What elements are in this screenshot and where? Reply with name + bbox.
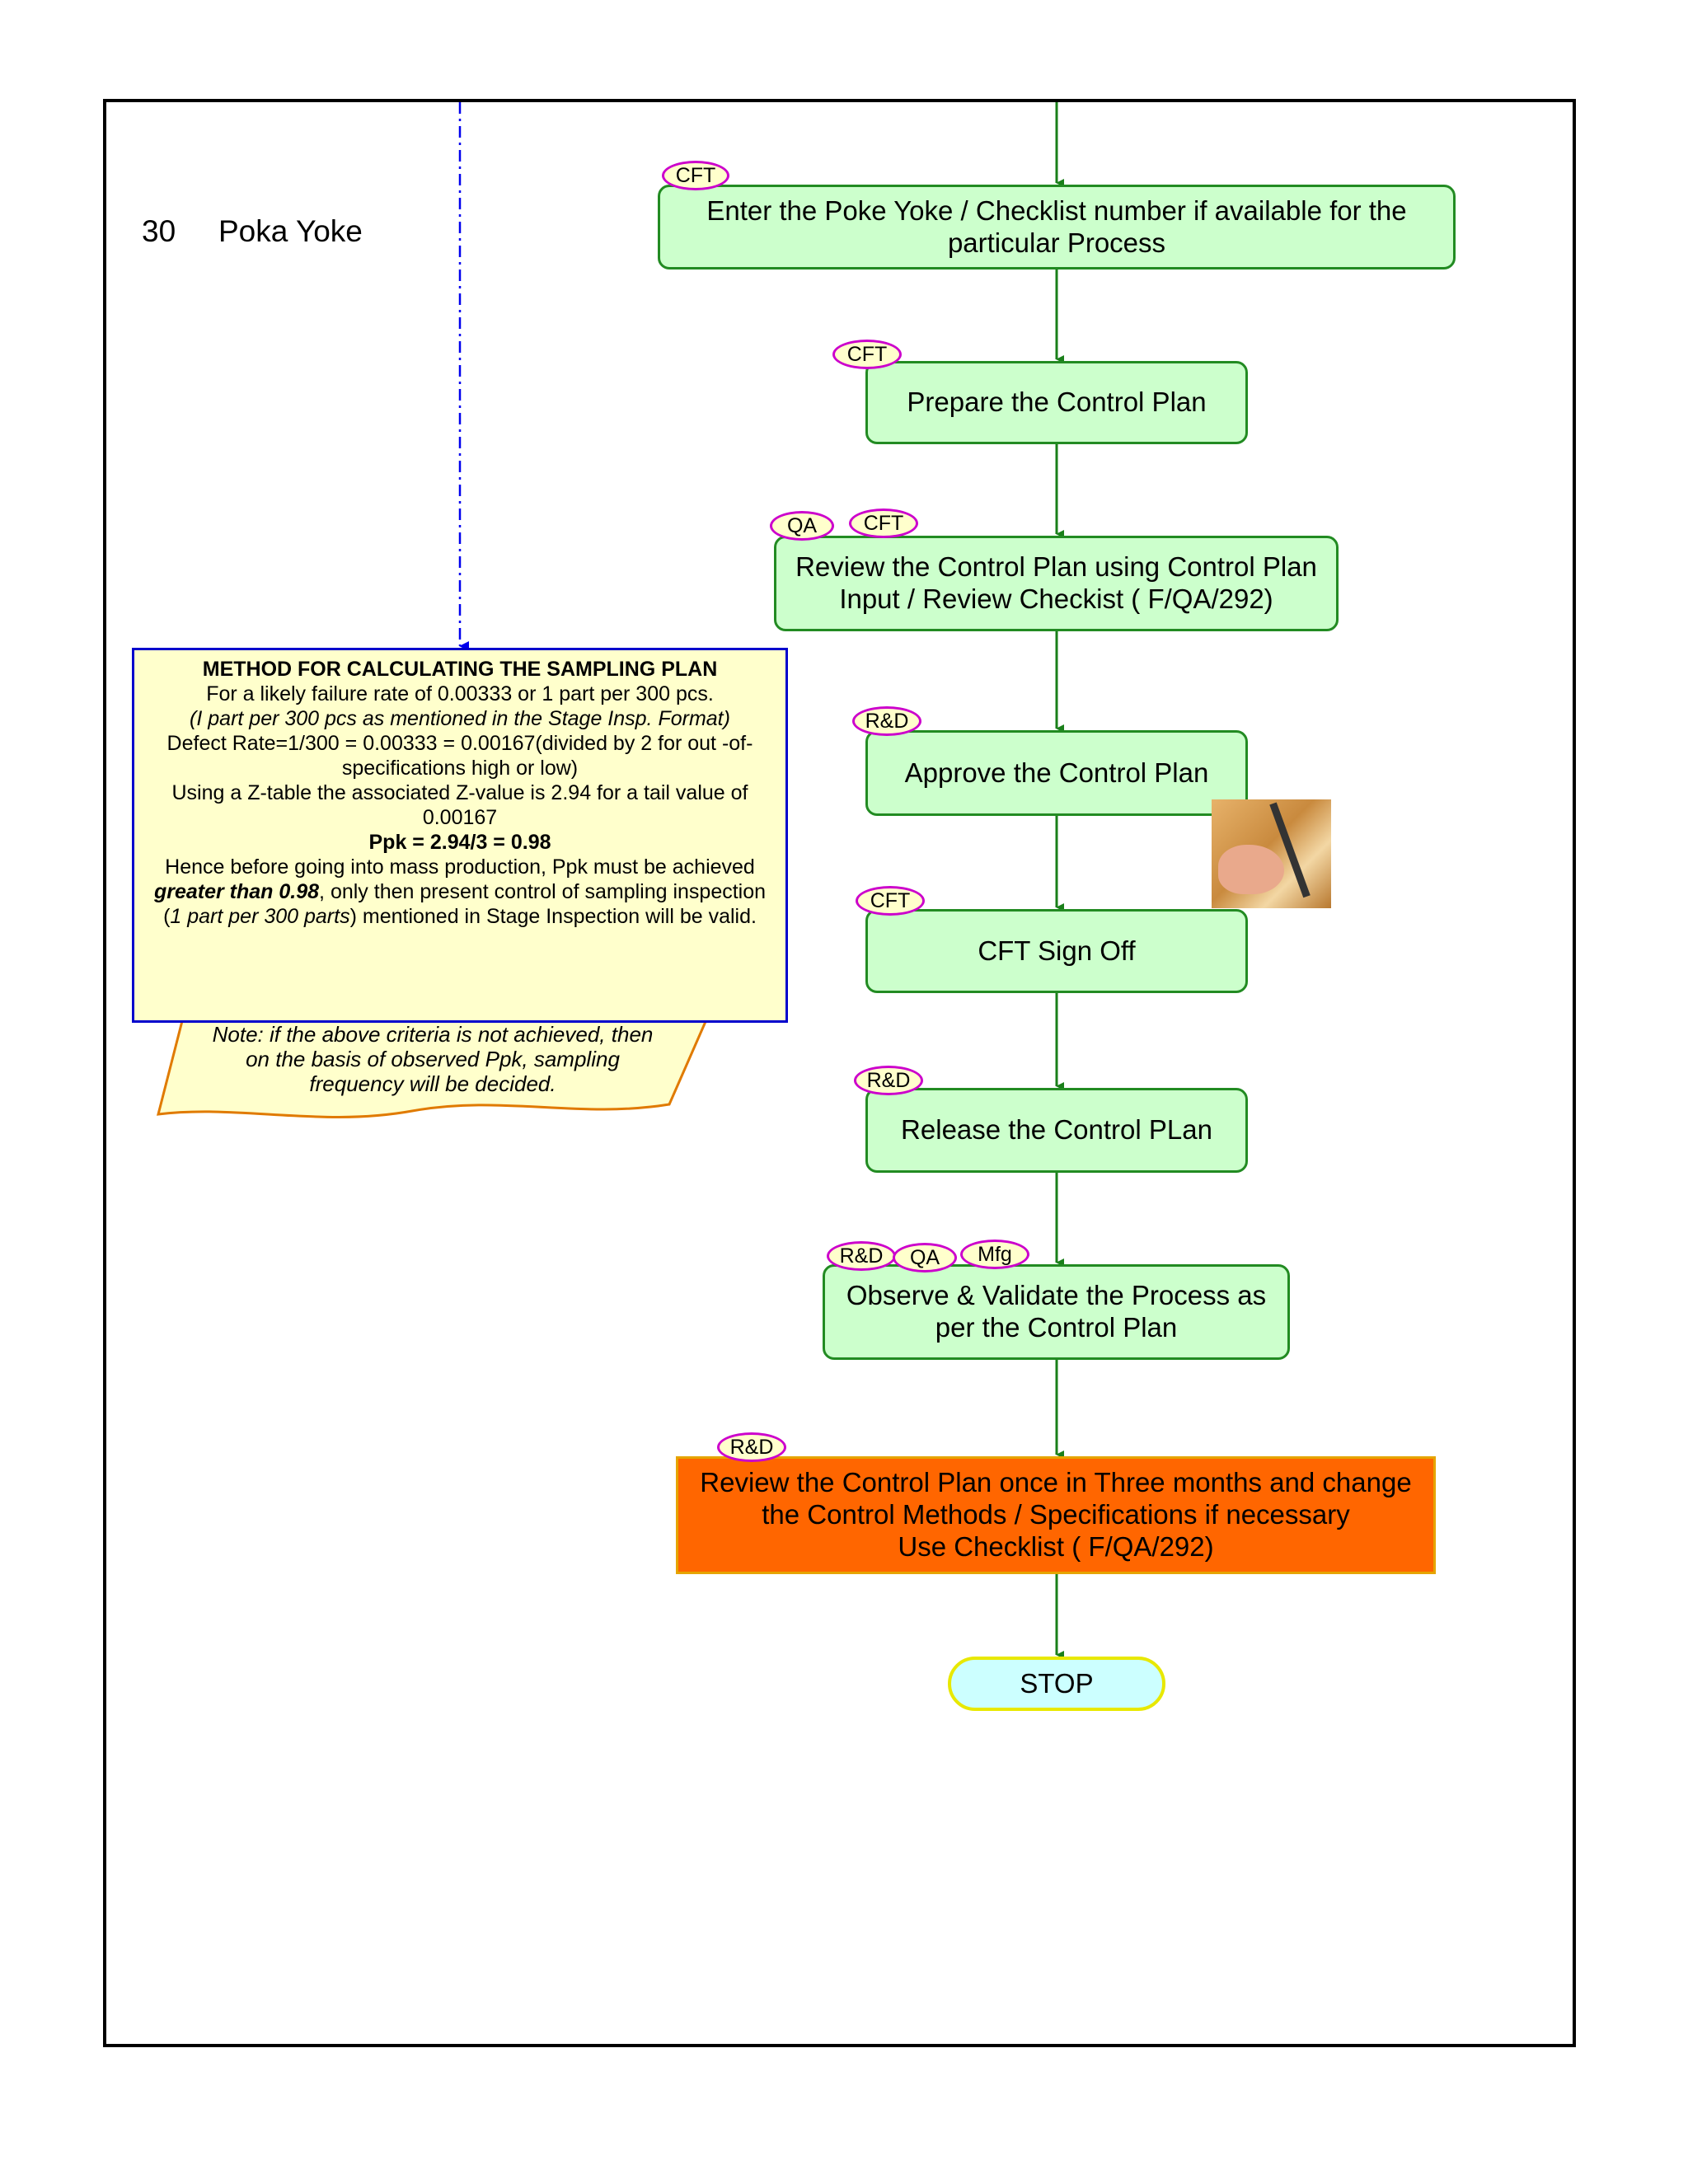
stop-terminator[interactable]: STOP [948, 1657, 1165, 1711]
cft-sign-off-label: CFT Sign Off [978, 935, 1136, 966]
enter-poke-yoke-label: Enter the Poke Yoke / Checklist number i… [706, 194, 1407, 258]
tag-qa-observe: QA [893, 1243, 957, 1272]
step-title: Poka Yoke [218, 214, 363, 248]
tag-cft-signoff: CFT [856, 886, 925, 916]
prepare-control-plan-box[interactable]: Prepare the Control Plan [865, 361, 1248, 444]
note-text: Note: if the above criteria is not achie… [212, 1022, 654, 1096]
method-line4: Using a Z-table the associated Z-value i… [171, 781, 748, 829]
tag-cft-prepare: CFT [832, 340, 902, 369]
cft-sign-off-box[interactable]: CFT Sign Off [865, 909, 1248, 993]
tag-rnd-periodic: R&D [717, 1432, 786, 1462]
method-line5: Hence before going into mass production,… [144, 855, 776, 929]
stop-label: STOP [1020, 1667, 1094, 1699]
hand-shape [1218, 845, 1284, 894]
review-control-plan-box[interactable]: Review the Control Plan using Control Pl… [774, 536, 1339, 631]
method-line5-b: greater than 0.98 [153, 880, 320, 903]
approve-control-plan-box[interactable]: Approve the Control Plan [865, 730, 1248, 816]
observe-validate-box[interactable]: Observe & Validate the Process as per th… [823, 1264, 1290, 1360]
tag-qa-review: QA [770, 511, 834, 541]
method-line2: (I part per 300 pcs as mentioned in the … [190, 707, 730, 730]
release-control-plan-box[interactable]: Release the Control PLan [865, 1088, 1248, 1173]
prepare-control-plan-label: Prepare the Control Plan [907, 387, 1207, 418]
tag-cft-review: CFT [849, 509, 918, 538]
method-line5-c: , only then present control of sampling … [163, 880, 767, 928]
tag-mfg-observe: Mfg [960, 1240, 1029, 1269]
method-ppk: Ppk = 2.94/3 = 0.98 [368, 831, 551, 854]
method-line3: Defect Rate=1/300 = 0.00333 = 0.00167(di… [166, 732, 753, 780]
method-line5-d: 1 part per 300 parts [170, 905, 350, 928]
signing-hand-image [1212, 799, 1331, 908]
tag-rnd-observe: R&D [827, 1241, 896, 1271]
release-control-plan-label: Release the Control PLan [901, 1114, 1212, 1146]
review-control-plan-label: Review the Control Plan using Control Pl… [795, 551, 1317, 614]
enter-poke-yoke-box[interactable]: Enter the Poke Yoke / Checklist number i… [658, 185, 1456, 269]
tag-rnd-approve: R&D [852, 706, 921, 736]
method-line5-e: ) mentioned in Stage Inspection will be … [349, 905, 757, 928]
method-heading: METHOD FOR CALCULATING THE SAMPLING PLAN [202, 658, 718, 681]
page-frame [103, 99, 1576, 2047]
method-line5-a: Hence before going into mass production,… [165, 855, 755, 879]
observe-validate-label: Observe & Validate the Process as per th… [846, 1280, 1267, 1343]
sampling-method-box: METHOD FOR CALCULATING THE SAMPLING PLAN… [132, 648, 788, 1023]
periodic-review-box[interactable]: Review the Control Plan once in Three mo… [676, 1456, 1436, 1574]
periodic-review-line3: Use Checklist ( F/QA/292) [898, 1530, 1214, 1562]
method-line1: For a likely failure rate of 0.00333 or … [206, 682, 714, 705]
step-number: 30 [142, 214, 176, 248]
tag-rnd-release: R&D [854, 1066, 923, 1095]
periodic-review-line2: the Control Methods / Specifications if … [762, 1499, 1350, 1530]
periodic-review-line1: Review the Control Plan once in Three mo… [700, 1467, 1412, 1498]
approve-control-plan-label: Approve the Control Plan [904, 757, 1209, 788]
tag-cft-enter: CFT [662, 161, 729, 190]
